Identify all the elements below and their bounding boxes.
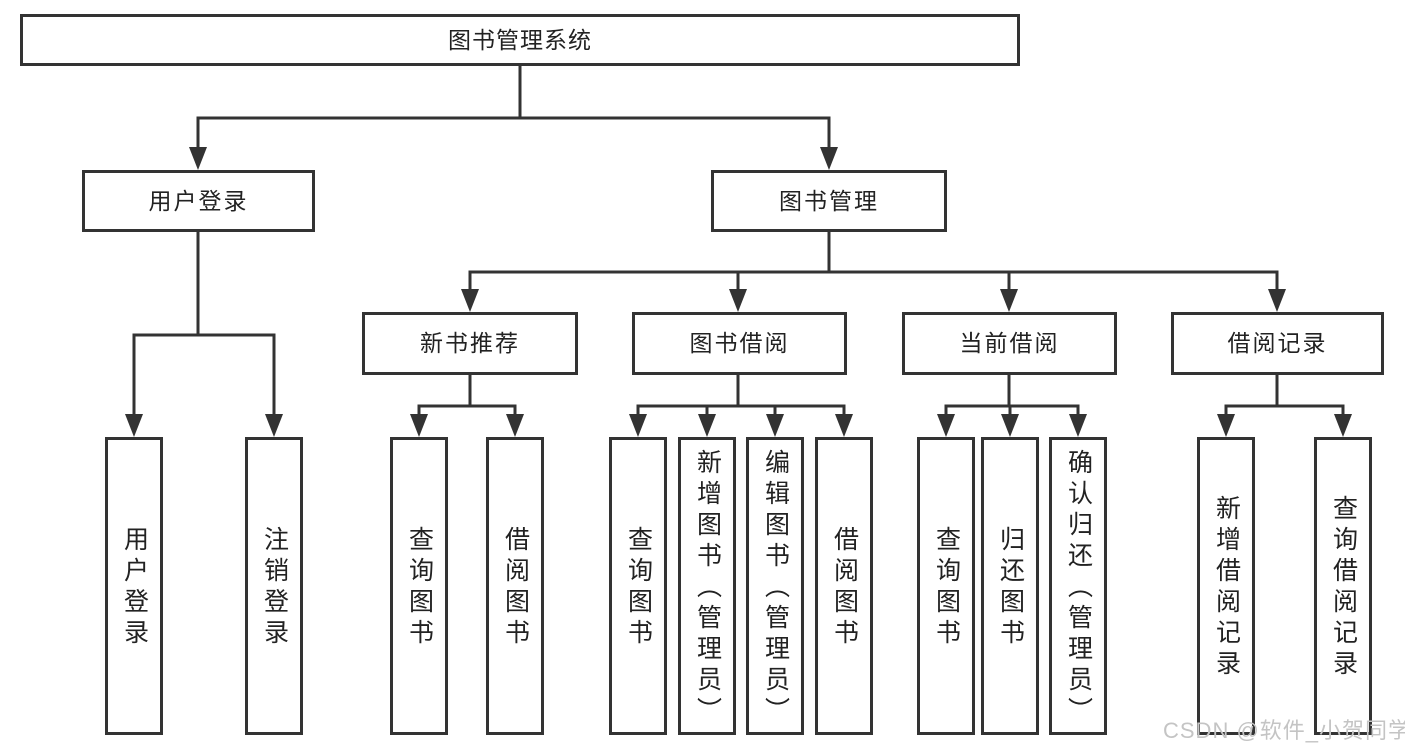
arrow-down-icon [729, 289, 747, 312]
arrow-down-icon [1217, 414, 1235, 437]
node-book-borrowing: 图书借阅 [632, 312, 847, 375]
arrow-down-icon [410, 414, 428, 437]
leaf-logout: 注销登录 [245, 437, 303, 735]
leaf-return-books: 归还图书 [981, 437, 1039, 735]
node-book-management: 图书管理 [711, 170, 947, 232]
arrow-down-icon [189, 147, 207, 170]
leaf-query-books-borrowing: 查询图书 [609, 437, 667, 735]
connector-user-login-split [132, 230, 276, 419]
node-borrowing-records: 借阅记录 [1171, 312, 1384, 375]
arrow-down-icon [766, 414, 784, 437]
node-user-login: 用户登录 [82, 170, 315, 232]
leaf-query-borrowing-record: 查询借阅记录 [1314, 437, 1372, 735]
leaf-borrow-books: 借阅图书 [815, 437, 873, 735]
arrow-down-icon [1334, 414, 1352, 437]
connector-book-management-split [468, 230, 1279, 294]
connector-records-split [1224, 373, 1345, 419]
node-new-book-recommendation: 新书推荐 [362, 312, 578, 375]
arrow-down-icon [506, 414, 524, 437]
connector-recommendation-split [417, 373, 517, 419]
arrow-down-icon [1268, 289, 1286, 312]
leaf-confirm-return-admin: 确认归还（管理员） [1049, 437, 1107, 735]
csdn-watermark: CSDN @软件_小贺同学 [1163, 718, 1405, 743]
node-current-borrowing: 当前借阅 [902, 312, 1117, 375]
arrow-down-icon [820, 147, 838, 170]
arrow-down-icon [461, 289, 479, 312]
arrow-down-icon [265, 414, 283, 437]
arrow-down-icon [125, 414, 143, 437]
arrow-down-icon [629, 414, 647, 437]
leaf-borrow-books-recommendation: 借阅图书 [486, 437, 544, 735]
arrow-down-icon [1069, 414, 1087, 437]
connector-borrowing-split [636, 373, 846, 419]
leaf-user-login: 用户登录 [105, 437, 163, 735]
arrow-down-icon [1001, 414, 1019, 437]
connector-current-split [944, 373, 1080, 419]
leaf-edit-books-admin: 编辑图书（管理员） [746, 437, 804, 735]
leaf-add-borrowing-record: 新增借阅记录 [1197, 437, 1255, 735]
leaf-query-books-recommendation: 查询图书 [390, 437, 448, 735]
arrow-down-icon [835, 414, 853, 437]
leaf-add-books-admin: 新增图书（管理员） [678, 437, 736, 735]
connector-root-split [196, 64, 831, 152]
arrow-down-icon [937, 414, 955, 437]
arrow-down-icon [698, 414, 716, 437]
arrow-down-icon [1000, 289, 1018, 312]
node-library-management-system: 图书管理系统 [20, 14, 1020, 66]
leaf-query-books-current: 查询图书 [917, 437, 975, 735]
